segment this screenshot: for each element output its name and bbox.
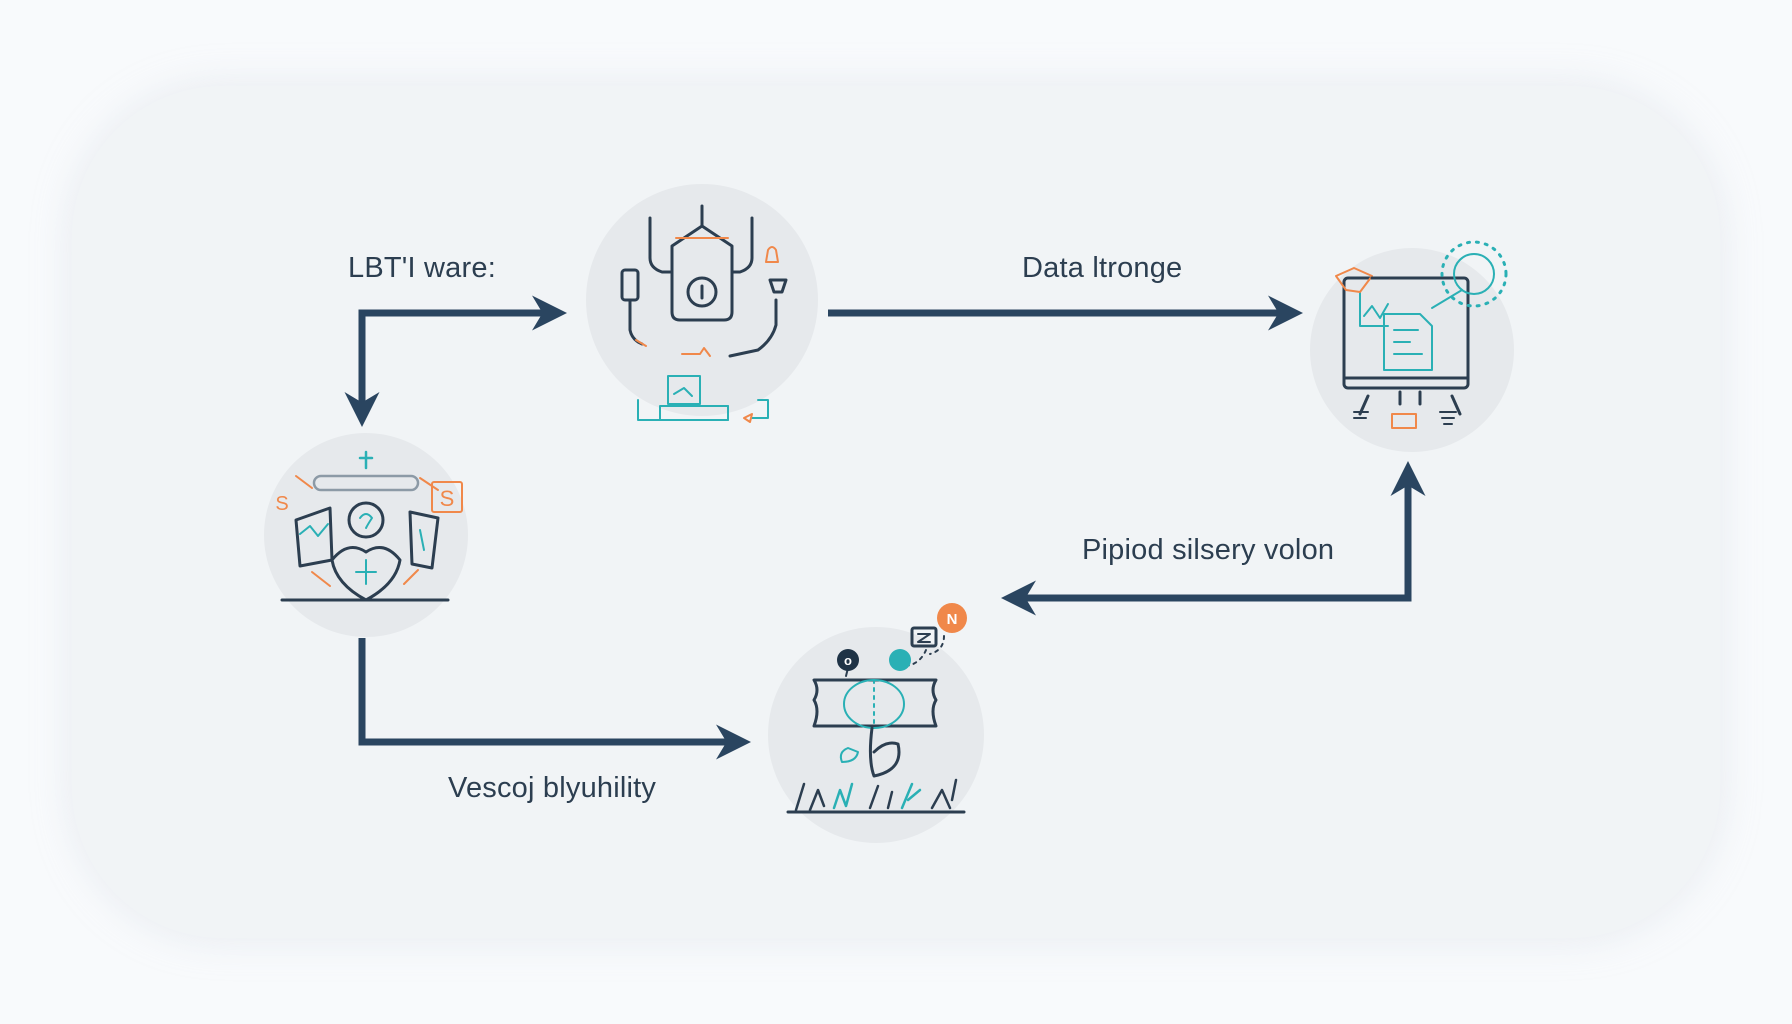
label-step-1: LBT'I ware:	[348, 252, 496, 284]
connector-arrows	[344, 295, 1426, 760]
monitor-storage-icon	[1335, 240, 1508, 429]
analysis-brain-icon	[280, 450, 463, 602]
n-badge: N	[947, 611, 958, 628]
o-badge: o	[844, 653, 852, 668]
s-badge-left: S	[275, 493, 288, 515]
lock-security-icon	[620, 204, 788, 423]
label-step-3: Pipiod silsery volon	[1082, 534, 1335, 566]
orange-badge-dot	[937, 603, 967, 633]
teal-node-dot	[889, 649, 911, 671]
arrow-right-to-bottom	[1001, 461, 1426, 616]
s-badge-right: S	[440, 486, 455, 511]
node-circle-security	[586, 184, 818, 416]
arrow-left-to-top	[344, 295, 567, 427]
label-step-2: Data ltronge	[1022, 252, 1183, 284]
dark-node-dot	[837, 649, 859, 671]
growth-plant-icon	[786, 626, 966, 814]
label-step-4: Vescoj blyuhility	[448, 772, 657, 804]
arrow-left-to-bottom	[358, 638, 751, 760]
